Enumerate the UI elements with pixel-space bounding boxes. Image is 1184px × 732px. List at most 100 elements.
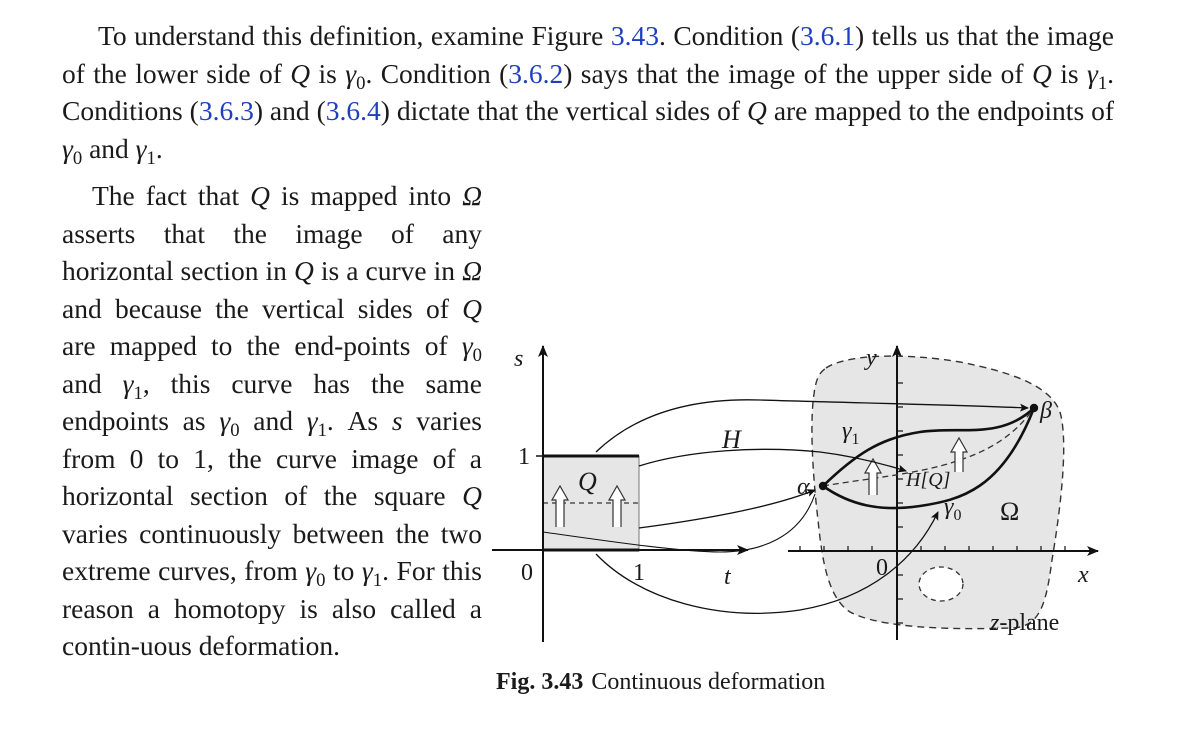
math-gamma: γ (461, 330, 473, 361)
math-Q: Q (250, 180, 271, 211)
math-gamma: γ (345, 57, 357, 89)
mapping-arrow-H (638, 448, 907, 473)
math-Q: Q (293, 255, 314, 286)
math-gamma: γ (135, 132, 147, 164)
math-Q: Q (747, 95, 767, 126)
x-axis-ticks (799, 546, 1066, 551)
subscript: 0 (72, 147, 83, 169)
text: . As (326, 405, 392, 436)
text: is mapped into (270, 180, 463, 211)
math-Q: Q (1031, 57, 1052, 89)
math-s: s (391, 405, 403, 436)
label-z-plane: z-plane (989, 610, 1059, 636)
tick-label-s-1: 1 (518, 444, 530, 470)
math-Q: Q (462, 292, 482, 324)
y-axis-ticks (897, 382, 903, 624)
math-gamma: γ (122, 367, 134, 399)
math-gamma: γ (62, 132, 73, 164)
subscript: 0 (230, 419, 240, 441)
label-H: H (721, 425, 742, 454)
text: and (62, 367, 123, 399)
text: ) tells us that the image of the lower s… (62, 20, 1114, 89)
math-gamma: γ (219, 405, 231, 436)
text: . (155, 132, 163, 164)
text: , this curve has the same endpoints as (62, 367, 482, 437)
math-gamma: γ (306, 405, 318, 436)
equation-reference-link[interactable]: 3.6.3 (198, 95, 254, 126)
text: and because the vertical sides of (62, 292, 463, 324)
label-alpha: α (797, 474, 810, 500)
math-gamma: γ (361, 555, 373, 586)
subscript: 0 (472, 344, 482, 366)
equation-reference-link[interactable]: 3.6.1 (800, 20, 855, 51)
text: To understand this definition, examine F… (98, 20, 611, 51)
text: are mapped to the end-points of (62, 330, 462, 361)
math-omega: Ω (462, 255, 482, 286)
mapping-arrow-left-side (638, 489, 816, 529)
paragraph-definition-explanation: To understand this definition, examine F… (62, 17, 1114, 167)
curve-gamma-1 (822, 407, 1035, 487)
label-t-axis: t (724, 564, 732, 590)
up-arrow-icon (550, 484, 570, 527)
equation-reference-link[interactable]: 3.6.4 (325, 95, 381, 126)
text: ) dictate that the vertical sides of (380, 95, 747, 126)
label-gamma-1: γ1 (842, 418, 859, 448)
label-z-origin: 0 (876, 555, 888, 581)
text: is (1051, 57, 1087, 89)
figure-reference-link[interactable]: 3.43 (610, 20, 659, 51)
mapping-arrow-top (595, 399, 1029, 453)
point-beta (1029, 403, 1039, 413)
text: ) and ( (253, 95, 326, 126)
text: is (310, 57, 346, 89)
text: and (239, 405, 307, 436)
math-Q: Q (462, 480, 482, 511)
label-beta: β (1039, 398, 1052, 424)
equation-reference-link[interactable]: 3.6.2 (508, 57, 564, 89)
math-gamma: γ (1086, 57, 1098, 89)
label-gamma-0: γ0 (944, 494, 961, 524)
curve-H-Q (822, 407, 1035, 487)
text: and (82, 132, 136, 164)
text: varies continuously between the two extr… (62, 517, 482, 587)
math-Q: Q (290, 57, 311, 89)
subscript: 1 (133, 382, 143, 404)
up-arrow-icon (949, 436, 969, 472)
text: are mapped to the endpoints of (766, 95, 1114, 126)
label-omega: Ω (1000, 497, 1019, 526)
text: . For this reason a homotopy is also cal… (62, 555, 482, 661)
figure-svg: s t 1 0 1 Q H y x 0 α β γ1 γ0 H[Q] Ω z-p… (492, 345, 1099, 642)
point-alpha (818, 481, 828, 491)
figure-caption-text: Continuous deformation (591, 669, 826, 695)
figure-number: Fig. 3.43 (496, 669, 584, 695)
label-y-axis: y (864, 345, 877, 371)
figure-caption: Fig. 3.43 Continuous deformation (496, 667, 825, 697)
text: varies from 0 to 1, the curve image of a… (62, 405, 482, 511)
text: asserts that the image of any horizontal… (62, 217, 482, 287)
label-x-axis: x (1077, 562, 1089, 588)
mapping-arrow-bottom (595, 511, 939, 614)
text: . Condition ( (658, 20, 800, 51)
text: is a curve in (313, 255, 463, 286)
text: ) says that the image of the upper side … (563, 57, 1032, 89)
label-H-Q: H[Q] (905, 469, 950, 491)
subscript: 1 (146, 147, 156, 169)
text: to (325, 555, 362, 586)
subscript: 0 (316, 569, 326, 591)
text: . Condition ( (365, 57, 509, 89)
subscript: 1 (372, 569, 383, 591)
mapping-arrow-inner (542, 493, 816, 553)
omega-hole (918, 566, 964, 602)
math-gamma: γ (305, 555, 317, 586)
tick-label-origin: 0 (521, 560, 533, 586)
tick-label-t-1: 1 (633, 560, 645, 586)
paragraph-homotopy: The fact that Q is mapped into Ω asserts… (62, 177, 482, 665)
subscript: 0 (356, 72, 366, 94)
omega-region (811, 355, 1065, 630)
subscript: 1 (1097, 72, 1108, 94)
up-arrow-icon (607, 484, 627, 527)
up-arrow-icon (863, 457, 883, 495)
curve-gamma-0 (822, 407, 1036, 510)
subscript: 1 (317, 419, 327, 441)
text: The fact that (92, 180, 251, 211)
